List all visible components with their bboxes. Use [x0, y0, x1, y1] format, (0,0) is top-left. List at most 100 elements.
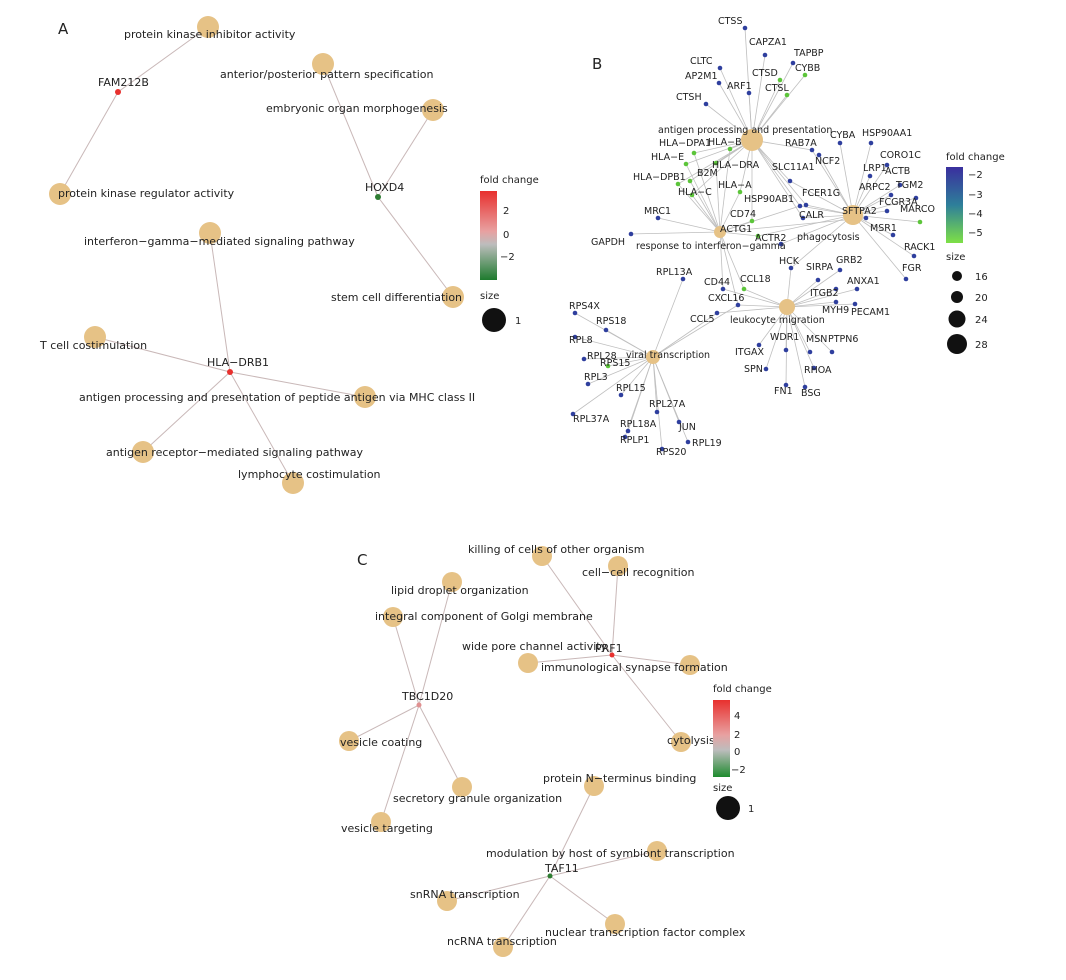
term-node [132, 441, 154, 463]
gene-node [807, 349, 813, 355]
panel-c-legend: fold change 4 2 0 −2 size 1 [713, 684, 772, 820]
panel-c-labels: killing of cells of other organism cell−… [340, 543, 746, 948]
gene-label: B2M [697, 168, 718, 179]
legend-tick: −3 [968, 190, 983, 201]
gene-label: CD44 [704, 277, 730, 288]
term-node [714, 226, 726, 238]
gene-node [605, 363, 611, 369]
gene-label: FCGR3A [879, 197, 918, 208]
gene-label: HLA−DRA [712, 160, 760, 171]
gene-label: CD74 [730, 209, 756, 220]
term-node [605, 914, 625, 934]
term-label: leukocyte migration [730, 315, 825, 326]
gene-node [815, 277, 821, 283]
gene-node [833, 286, 839, 292]
gene-node [689, 192, 695, 198]
gene-node [884, 208, 890, 214]
gene-node [622, 434, 628, 440]
gene-node [716, 80, 722, 86]
gene-node [581, 356, 587, 362]
gene-label: CTSD [752, 68, 778, 79]
gene-label: FGR [902, 263, 922, 274]
gene-node [854, 286, 860, 292]
term-label: antigen processing and presentation of p… [79, 391, 475, 404]
gene-label: HLA−DPB1 [633, 172, 686, 183]
gene-node [837, 267, 843, 273]
gene-node [783, 382, 789, 388]
term-node [442, 572, 462, 592]
panel-c-term-nodes [339, 546, 700, 957]
gene-label: HLA−B [708, 137, 742, 148]
gene-label: HSP90AB1 [744, 194, 794, 205]
gene-label: TAPBP [793, 48, 824, 59]
term-node [647, 841, 667, 861]
gene-label: HLA−DPA1 [659, 138, 711, 149]
gene-label: CCL18 [740, 274, 771, 285]
legend-tick: −2 [968, 170, 983, 181]
term-node [680, 655, 700, 675]
term-node [671, 732, 691, 752]
gene-label: FAM212B [98, 76, 149, 89]
legend-size-value: 1 [515, 316, 521, 327]
gene-label: HLA−E [651, 152, 684, 163]
gene-label: HLA−C [678, 187, 712, 198]
gene-label: CYBA [830, 130, 856, 141]
gene-label: MARCO [900, 204, 935, 215]
gene-label: CTSH [676, 92, 702, 103]
gene-label: CTSS [718, 16, 743, 27]
legend-size-value: 24 [975, 315, 988, 326]
panel-b-term-nodes [646, 129, 863, 364]
gene-label: PECAM1 [851, 307, 890, 318]
panel-a-edges [59, 26, 454, 484]
legend-size-dot [951, 291, 963, 303]
term-label: interferon−gamma−mediated signaling path… [84, 235, 355, 248]
gene-label: CXCL16 [708, 293, 744, 304]
gene-label: TGM2 [895, 180, 923, 191]
term-label: ncRNA transcription [447, 935, 557, 948]
gene-node [802, 384, 808, 390]
gene-label: RPL19 [692, 438, 722, 449]
gene-node [762, 52, 768, 58]
term-label: snRNA transcription [410, 888, 520, 901]
legend-size-value: 28 [975, 340, 988, 351]
term-label: anterior/posterior pattern specification [220, 68, 433, 81]
gene-node [746, 90, 752, 96]
gene-label: SFTPA2 [842, 206, 877, 217]
gene-label: RPS15 [600, 358, 630, 369]
gene-node [714, 310, 720, 316]
gene-node [749, 218, 755, 224]
term-label: cell−cell recognition [582, 566, 695, 579]
gene-node [763, 366, 769, 372]
gene-node [797, 203, 803, 209]
term-node [608, 556, 628, 576]
gene-node [720, 286, 726, 292]
legend-fold-title: fold change [713, 684, 772, 695]
panel-b: B antigen processing and presentationres… [569, 16, 1005, 458]
term-node [741, 129, 763, 151]
gene-node [756, 342, 762, 348]
gene-label: CLTC [690, 56, 713, 67]
gene-label: RPL3 [584, 372, 608, 383]
gene-node [654, 409, 660, 415]
gene-node [897, 182, 903, 188]
gene-label: MYH9 [822, 305, 849, 316]
gene-node [811, 365, 817, 371]
term-label: lymphocyte costimulation [238, 468, 381, 481]
gene-node [816, 152, 822, 158]
term-node [197, 16, 219, 38]
gene-label: RPL18A [620, 419, 657, 430]
gene-label: HLA−A [718, 180, 752, 191]
gene-node [890, 232, 896, 238]
gene-label: ARPC2 [859, 182, 891, 193]
gene-label: CAPZA1 [749, 37, 787, 48]
term-node [779, 299, 795, 315]
gene-label: RPS20 [656, 447, 686, 458]
gene-node [680, 276, 686, 282]
gene-node [687, 178, 693, 184]
legend-fold-title: fold change [946, 152, 1005, 163]
gene-node [888, 192, 894, 198]
gene-node [787, 178, 793, 184]
legend-tick: 0 [503, 230, 509, 241]
term-label: nuclear transcription factor complex [545, 926, 746, 939]
term-node [49, 183, 71, 205]
